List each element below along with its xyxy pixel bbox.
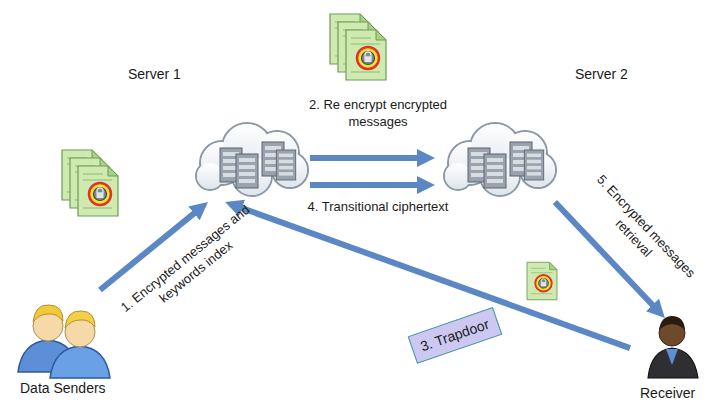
node-label: Receiver: [640, 385, 695, 401]
node: Data Senders: [12, 290, 122, 402]
node-label: Server 1: [128, 66, 181, 82]
step-label: 5. Encrypted messages retrieval: [579, 170, 700, 295]
flow-arrow: [310, 155, 425, 161]
node: Receiver: [630, 318, 715, 404]
node-label: Server 2: [575, 66, 628, 82]
flow-arrow: [310, 182, 425, 188]
step-label: 2. Re encrypt encrypted messages: [293, 96, 463, 130]
node-label: Data Senders: [20, 380, 106, 396]
step-box: 3. Trapdoor: [408, 307, 502, 364]
node: Server 1: [120, 62, 310, 202]
step-label: 4. Transitional ciphertext: [288, 198, 468, 215]
